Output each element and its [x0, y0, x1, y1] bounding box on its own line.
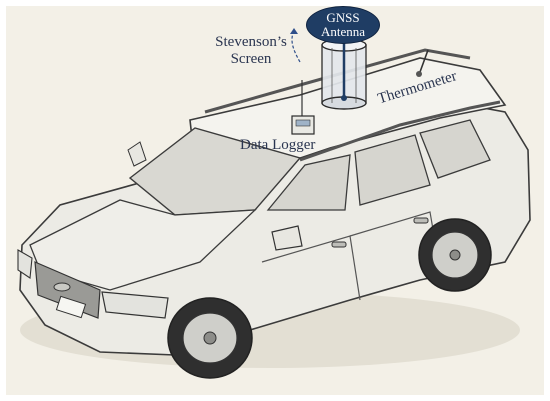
data-logger-label: Data Logger [240, 137, 316, 153]
rear-wheel [418, 218, 492, 292]
front-hub [203, 331, 217, 345]
side-mirror [271, 225, 303, 251]
quarter-window [419, 119, 491, 179]
license-plate [55, 295, 87, 319]
front-side-window [266, 154, 351, 211]
stevensons-screen-label: Stevenson’s Screen [206, 34, 296, 68]
headlight-right [101, 291, 169, 319]
brand-badge [53, 282, 71, 292]
front-wheel [167, 297, 253, 379]
stevenson-label-line2: Screen [230, 51, 272, 67]
thermometer-device [416, 49, 429, 77]
data-logger-device [291, 80, 315, 135]
stevensons-screen-device [321, 38, 367, 110]
thermometer-bulb [416, 71, 422, 77]
sensor-bulb [341, 95, 347, 101]
logger-display [295, 119, 311, 127]
gnss-label-line2: Antenna [320, 24, 366, 39]
rear-hub [449, 249, 461, 261]
stevenson-arrowhead [290, 28, 298, 34]
thermometer-probe [419, 49, 429, 73]
gnss-label-line1: GNSS [326, 10, 360, 25]
headlight-left [17, 249, 33, 279]
rear-side-window [354, 134, 431, 206]
windshield [128, 127, 302, 216]
left-mirror [127, 141, 147, 167]
rear-door-handle [413, 217, 429, 224]
front-door-handle [331, 241, 347, 248]
gnss-antenna-badge: GNSS Antenna [306, 6, 380, 44]
roof-rail-right [299, 100, 501, 162]
stevenson-label-line1: Stevenson’s [215, 34, 287, 50]
